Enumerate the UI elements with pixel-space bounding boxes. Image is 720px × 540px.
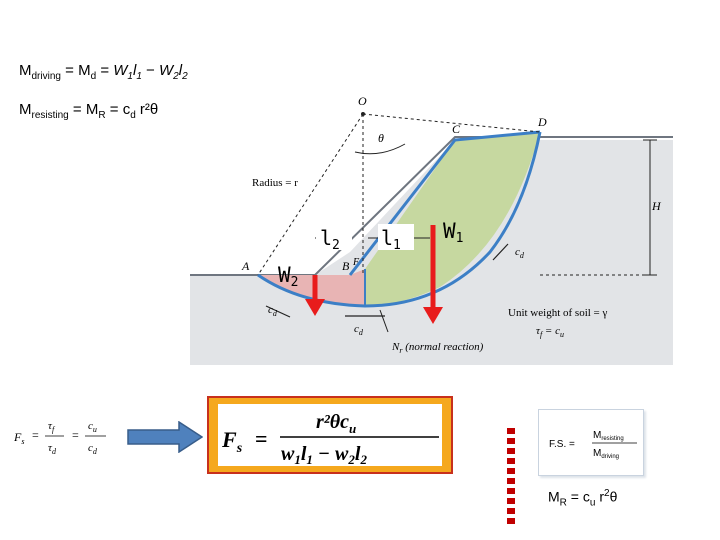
- w1-arrow-head: [423, 307, 443, 324]
- label-b: B: [342, 259, 350, 273]
- cd-arrow-left: [265, 305, 291, 318]
- sliding-soil-mass: [365, 132, 540, 306]
- label-tau: τf = cu: [536, 325, 564, 339]
- label-cd-left: cd: [268, 304, 278, 318]
- w2-arrow-head: [305, 299, 325, 316]
- point-o-marker: [361, 112, 365, 116]
- svg-text:F.S. =: F.S. =: [549, 439, 575, 450]
- label-unit-weight: Unit weight of soil = γ: [508, 307, 608, 319]
- svg-text:Fs: Fs: [14, 430, 24, 446]
- label-c: C: [452, 122, 461, 136]
- dotted-divider: [507, 428, 515, 524]
- mr-formula: MR = cu r2θ: [548, 488, 618, 509]
- svg-text:=: =: [72, 428, 79, 442]
- ground-surface: [190, 136, 673, 276]
- fs-moment-ratio-box: F.S. = Mresisting Mdriving: [538, 409, 644, 476]
- slip-circle: [257, 131, 542, 308]
- svg-text:cu: cu: [88, 420, 97, 434]
- svg-text:τd: τd: [48, 442, 57, 456]
- label-normal-reaction: Nr (normal reaction): [391, 341, 484, 355]
- label-radius: Radius = r: [252, 177, 298, 189]
- normal-reaction-line: [379, 309, 389, 333]
- highlighted-fs-formula: Fs = r²θcu w1l1 − w2l2: [218, 404, 442, 467]
- right-arrow-icon: [127, 420, 204, 454]
- resisting-moment-equation: Mresisting = MR = cd r²θ: [19, 101, 159, 121]
- label-height: H: [651, 199, 662, 213]
- cd-arrow-right: [492, 243, 509, 261]
- slope-stability-diagram: O θ C D A B F Radius = r H cd cd cd Unit…: [190, 92, 673, 365]
- svg-text:Mdriving: Mdriving: [593, 448, 619, 460]
- highlighted-fs-formula-box: Fs = r²θcu w1l1 − w2l2: [207, 396, 453, 474]
- label-l2: l2: [320, 226, 340, 253]
- label-cd-bottom: cd: [354, 323, 364, 337]
- factor-of-safety-formula: Fs = τf τd = cu cd: [13, 414, 114, 458]
- driving-moment-equation: Mdriving = Md = W1l1 − W2l2: [19, 62, 188, 82]
- svg-text:=: =: [32, 428, 39, 442]
- svg-text:Mresisting: Mresisting: [593, 430, 624, 442]
- label-a: A: [241, 259, 250, 273]
- label-o: O: [358, 94, 367, 108]
- radius-line-a: [257, 113, 364, 276]
- label-cd-right: cd: [515, 246, 525, 260]
- svg-text:=: =: [255, 426, 268, 451]
- angle-arc: [354, 143, 406, 155]
- label-w2: W2: [278, 263, 298, 290]
- label-w1: W1: [443, 219, 463, 246]
- wedge-w2: [258, 269, 365, 306]
- svg-text:τf: τf: [48, 420, 56, 434]
- svg-text:r²θcu: r²θcu: [316, 411, 356, 436]
- label-f: F: [352, 257, 360, 268]
- label-theta: θ: [378, 131, 384, 145]
- svg-text:w1l1 − w2l2: w1l1 − w2l2: [281, 443, 367, 466]
- svg-text:cd: cd: [88, 442, 98, 456]
- label-d: D: [537, 115, 547, 129]
- label-l1: l1: [381, 226, 401, 253]
- svg-text:Fs: Fs: [221, 427, 243, 456]
- l2-label-box: [316, 224, 352, 250]
- l1-label-box: [378, 224, 414, 250]
